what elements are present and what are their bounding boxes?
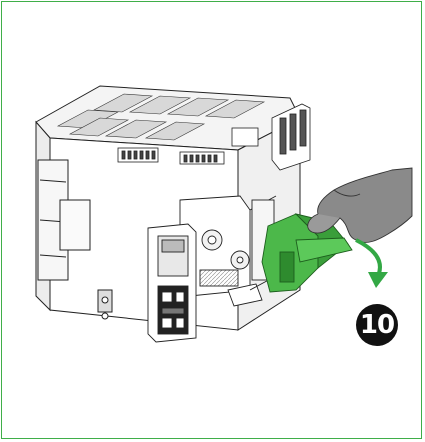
control-unit	[147, 223, 197, 343]
top-terminals	[117, 127, 259, 165]
auxiliary-block	[271, 103, 311, 171]
charging-handle	[261, 213, 353, 293]
rotation-arrow-icon	[355, 238, 388, 288]
gloved-hand-icon	[307, 167, 413, 243]
step-number-badge: 10	[356, 304, 398, 346]
